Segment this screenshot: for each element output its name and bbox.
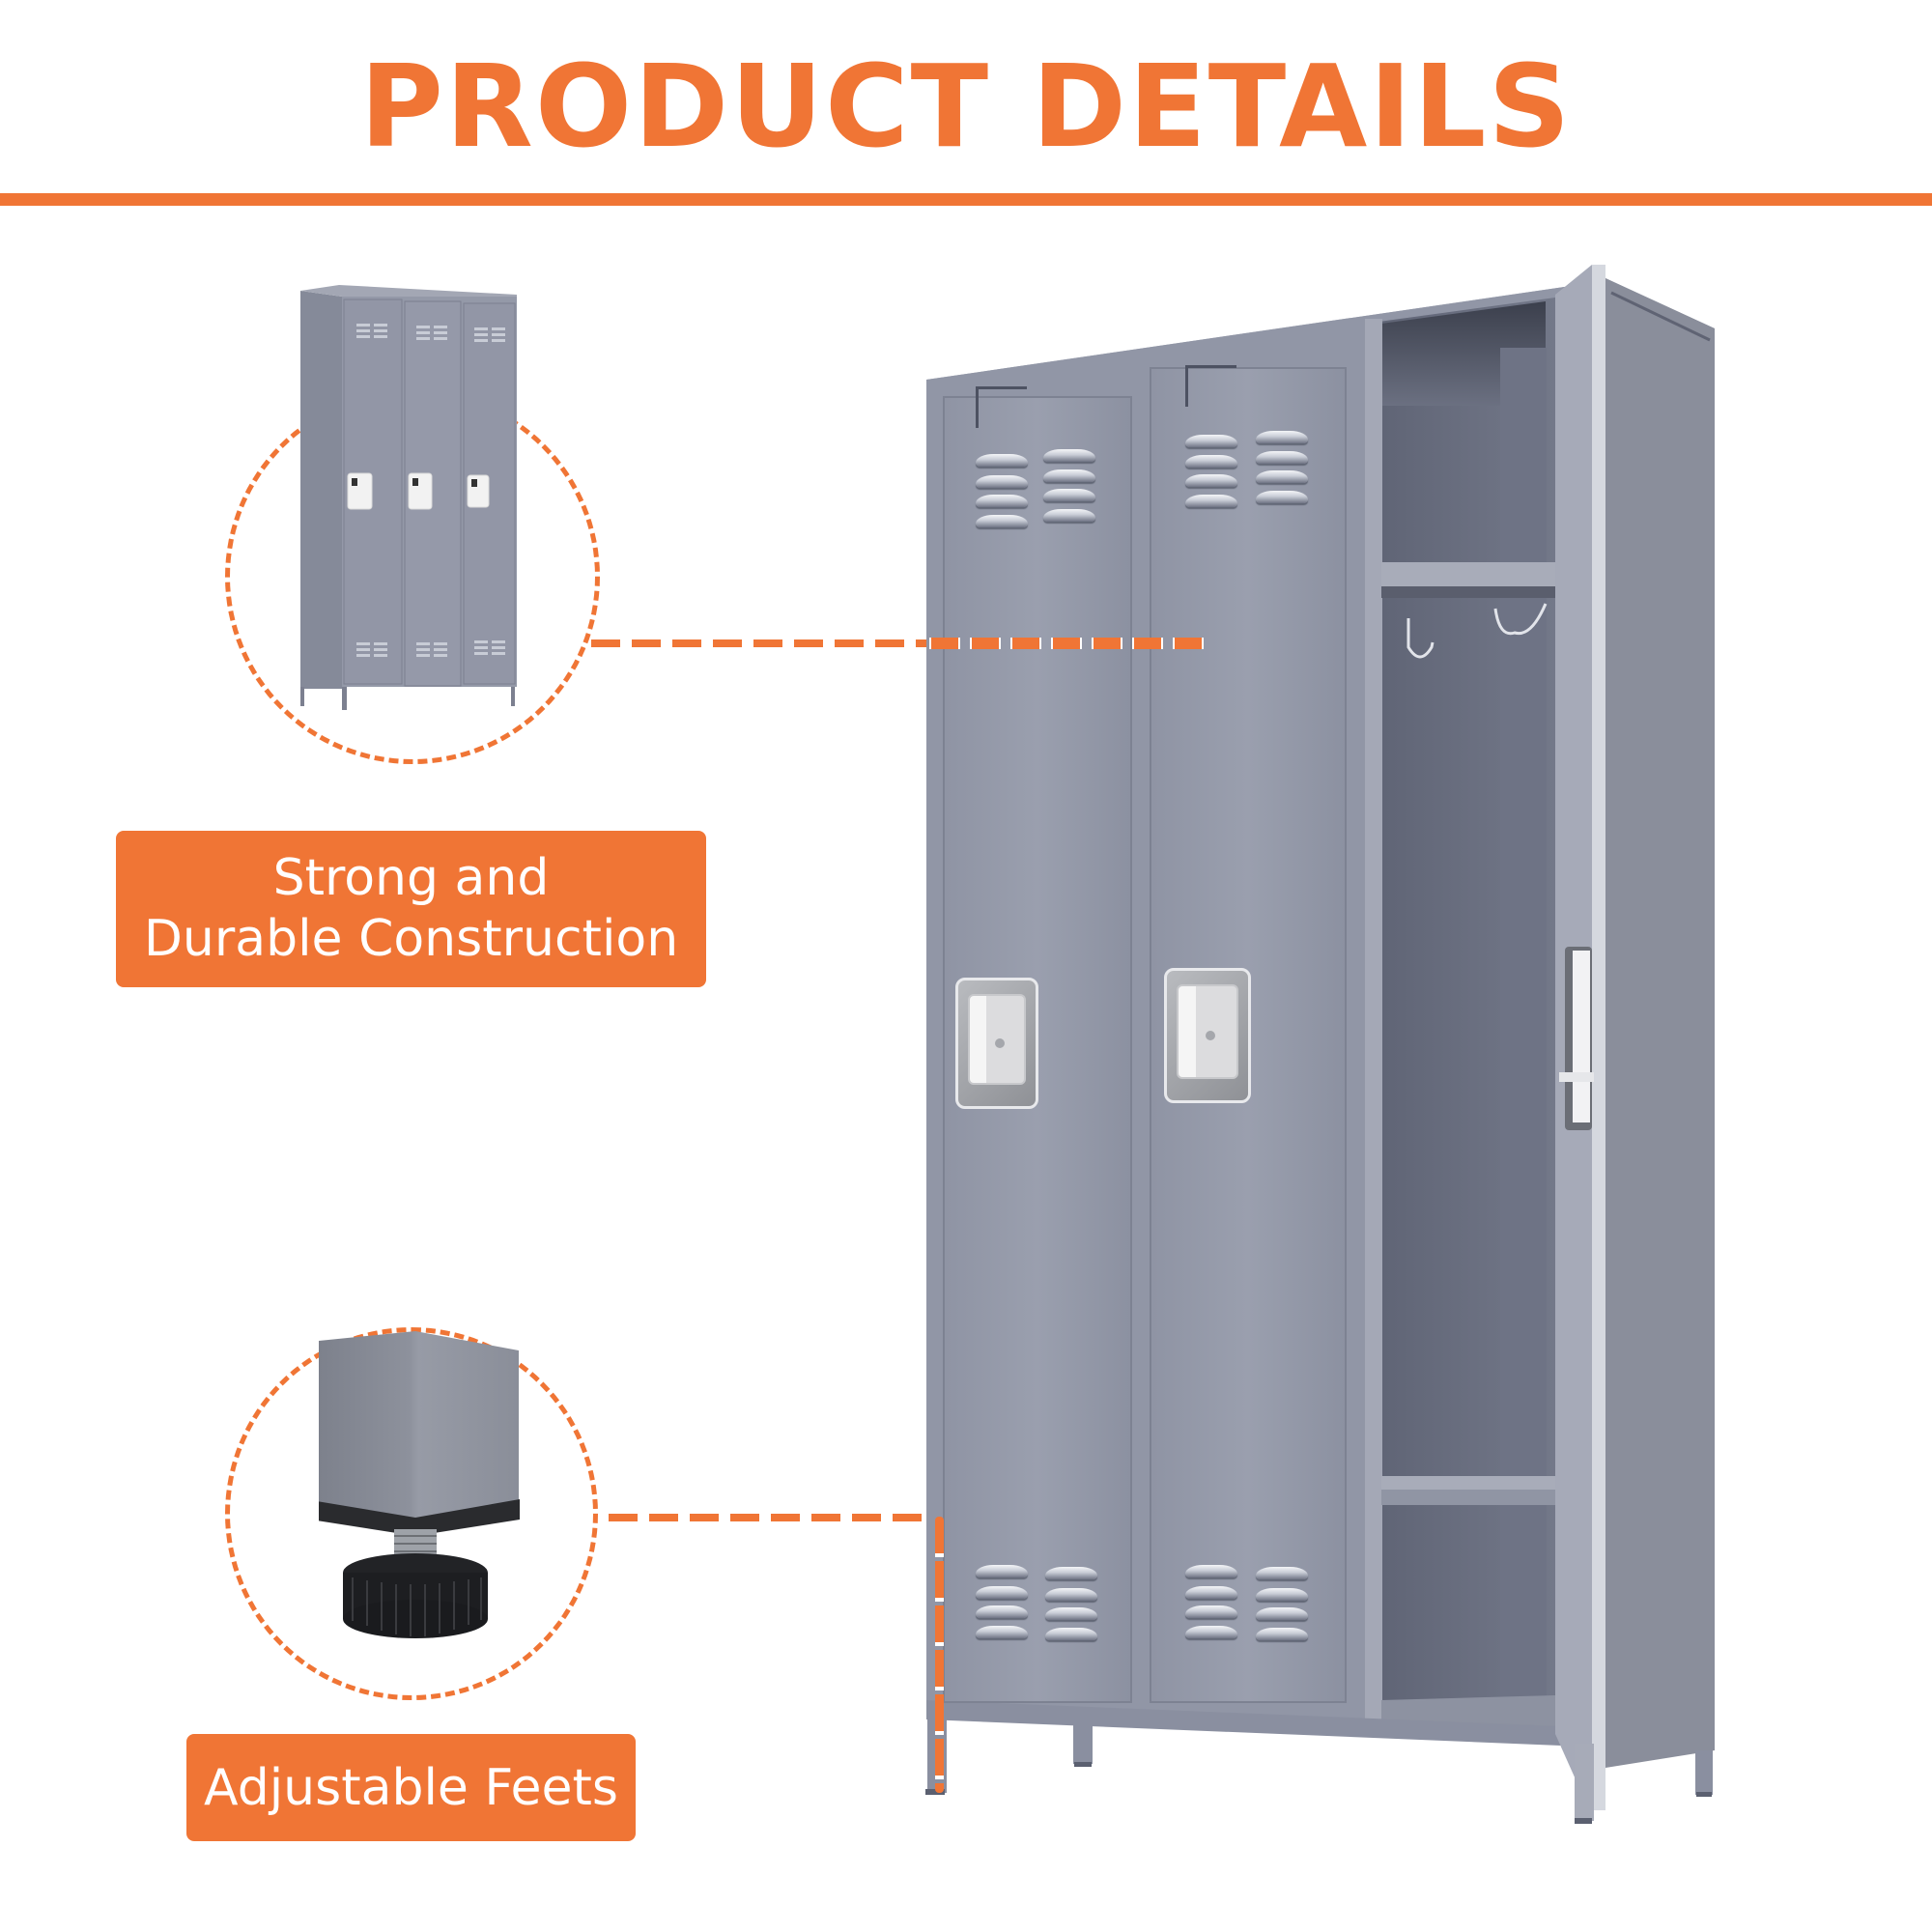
name-plate-bracket-icon	[1185, 365, 1236, 407]
feature-label-construction: Strong and Durable Construction	[116, 831, 706, 987]
vent-icon	[976, 454, 1028, 467]
leveling-foot-image	[317, 1331, 522, 1645]
vent-icon	[1256, 470, 1308, 483]
feature-label-line: Adjustable Feets	[204, 1758, 618, 1817]
vent-icon	[1256, 1607, 1308, 1620]
vent-icon	[1045, 1567, 1097, 1579]
name-plate-bracket-icon	[976, 386, 1027, 428]
feature-circle-adjustable-feet	[225, 1327, 598, 1700]
vent-icon	[1256, 491, 1308, 503]
locker-product-image	[918, 261, 1729, 1835]
vent-icon	[976, 475, 1028, 488]
vent-icon	[1045, 1628, 1097, 1640]
vent-icon	[976, 1626, 1028, 1638]
vent-icon	[1185, 1626, 1237, 1638]
vent-icon	[1185, 455, 1237, 468]
vent-icon	[1043, 469, 1095, 482]
callout-line-adjustable-feet-overlay	[935, 1517, 944, 1793]
feature-label-line: Strong and	[272, 849, 550, 907]
vent-icon	[1045, 1607, 1097, 1620]
vent-icon	[1045, 1588, 1097, 1601]
locker-thumbnail-image	[300, 285, 518, 710]
vent-icon	[1185, 1565, 1237, 1577]
adjustable-foot-icon	[317, 1331, 520, 1638]
header-divider	[0, 193, 1932, 206]
vent-icon	[976, 1565, 1028, 1577]
vent-icon	[1043, 449, 1095, 462]
vent-icon	[976, 495, 1028, 507]
door-1-handle[interactable]	[955, 978, 1038, 1109]
vent-icon	[1256, 451, 1308, 464]
door-2-handle[interactable]	[1164, 968, 1251, 1103]
vent-icon	[1185, 435, 1237, 447]
callout-line-adjustable-feet	[609, 1514, 935, 1521]
vent-icon	[1043, 489, 1095, 501]
vent-icon	[976, 1586, 1028, 1599]
vent-icon	[1256, 1588, 1308, 1601]
vent-icon	[1185, 1586, 1237, 1599]
callout-line-construction	[591, 639, 1209, 647]
feature-label-adjustable-feet: Adjustable Feets	[186, 1734, 636, 1841]
three-door-locker-icon	[300, 285, 517, 710]
vent-icon	[1256, 1567, 1308, 1579]
vent-icon	[1043, 509, 1095, 522]
vent-icon	[1185, 495, 1237, 507]
callout-line-construction-overlay	[929, 638, 1209, 649]
feature-label-line: Durable Construction	[143, 910, 679, 968]
vent-icon	[1256, 1628, 1308, 1640]
vent-icon	[1185, 474, 1237, 487]
vent-icon	[976, 515, 1028, 527]
vent-icon	[1185, 1605, 1237, 1618]
page-title: PRODUCT DETAILS	[359, 40, 1573, 173]
vent-icon	[1256, 431, 1308, 443]
vent-icon	[976, 1605, 1028, 1618]
